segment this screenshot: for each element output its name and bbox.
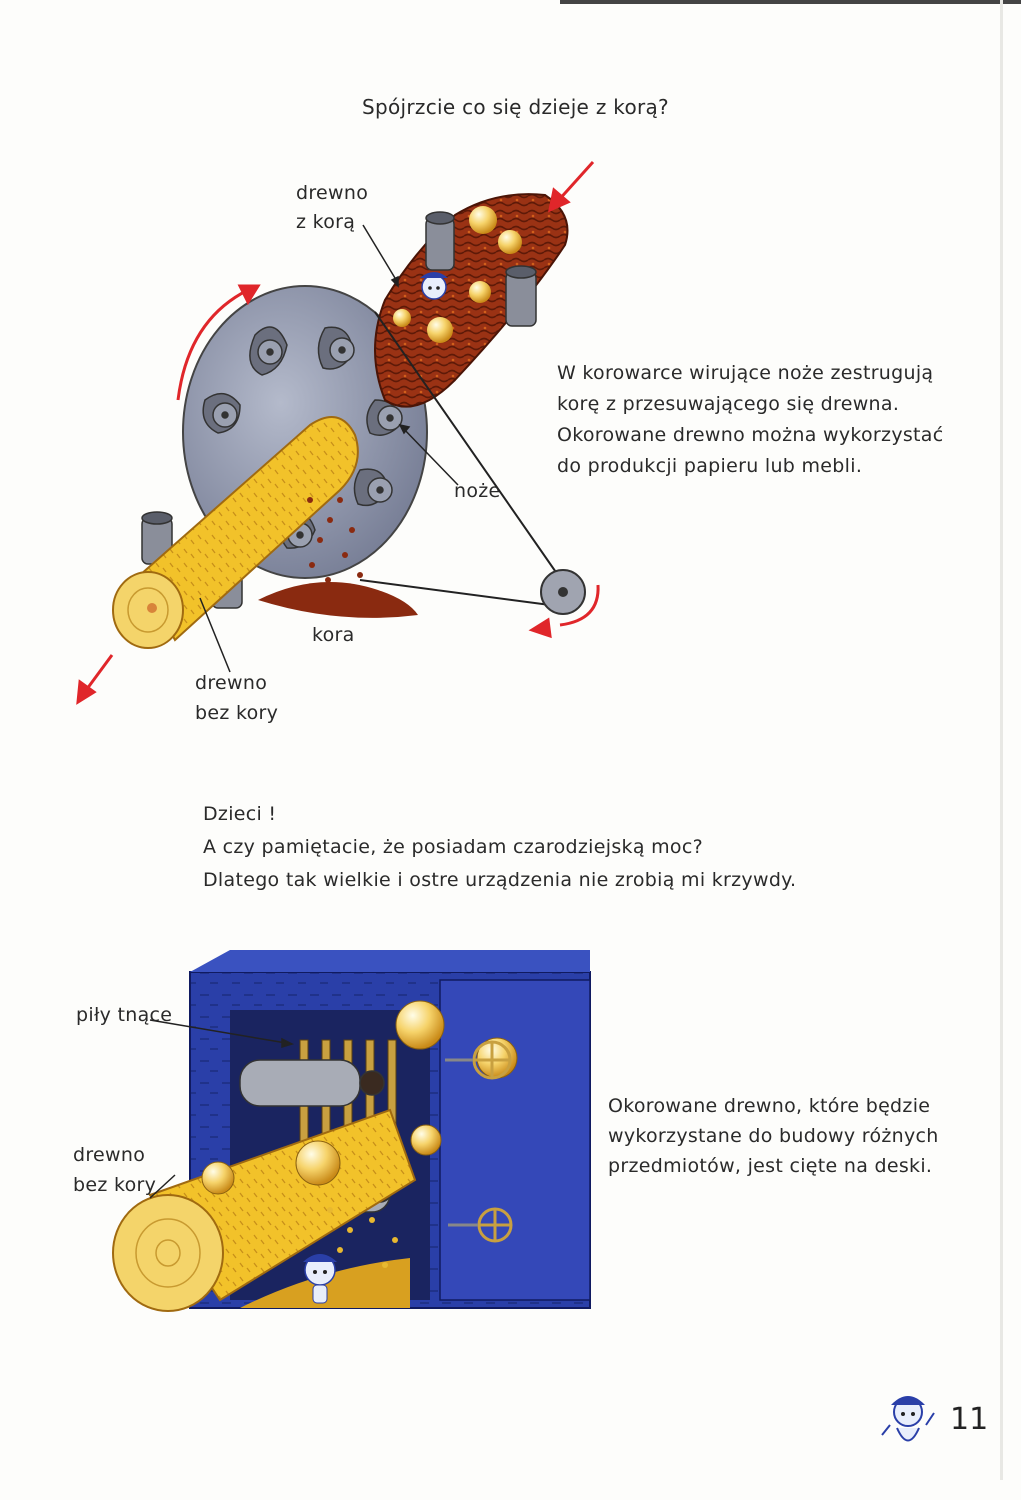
debarker-description-4: do produkcji papieru lub mebli.: [557, 455, 863, 477]
magic-note-1: Dzieci !: [203, 803, 277, 825]
label-knives: noże: [454, 480, 501, 502]
mascot-small: [420, 272, 448, 300]
sawmill-description-3: przedmiotów, jest cięte na deski.: [608, 1155, 933, 1177]
motion-arrows: [76, 160, 600, 705]
debarker-description-1: W korowarce wirujące noże zestrugują: [557, 362, 934, 384]
sawmill-description-2: wykorzystane do budowy różnych: [608, 1125, 939, 1147]
valve-wheels: [445, 1040, 513, 1243]
debarker-description-3: Okorowane drewno można wykorzystać: [557, 424, 944, 446]
bubbles: [393, 206, 522, 343]
leader-lines: [199, 224, 459, 673]
sawmill-description-1: Okorowane drewno, które będzie: [608, 1095, 931, 1117]
mascot-page-icon: [881, 1396, 935, 1442]
label-saws: piły tnące: [76, 1004, 173, 1026]
debarked-log: [138, 416, 359, 642]
magic-note-3: Dlatego tak wielkie i ostre urządzenia n…: [203, 869, 797, 891]
magic-note-2: A czy pamiętacie, że posiadam czarodziej…: [203, 836, 703, 858]
sawmill-illustration: [112, 950, 591, 1312]
mascot-sawmill: [303, 1254, 337, 1304]
page-number: 11: [950, 1402, 989, 1437]
label-bark: kora: [312, 624, 355, 646]
label-wood-with-bark-2: z korą: [296, 211, 356, 233]
label-wood-without-bark-2: bez kory: [195, 702, 279, 724]
label-sawmill-wood-2: bez kory: [73, 1174, 157, 1196]
scan-edge-top: [560, 0, 1021, 4]
debarker-description-2: korę z przesuwającego się drewna.: [557, 393, 900, 415]
label-sawmill-wood-1: drewno: [73, 1144, 146, 1166]
drive-belt: [359, 311, 561, 606]
sawmill-log-end: [112, 1194, 224, 1312]
bark-chips: [258, 497, 418, 618]
page-heading: Spójrzcie co się dzieje z korą?: [362, 95, 669, 119]
debarker-illustration: [76, 160, 600, 705]
scan-edge-right: [1000, 0, 1003, 1480]
sawmill-leaders: [149, 1019, 295, 1199]
label-wood-with-bark-1: drewno: [296, 182, 369, 204]
label-wood-without-bark-1: drewno: [195, 672, 268, 694]
